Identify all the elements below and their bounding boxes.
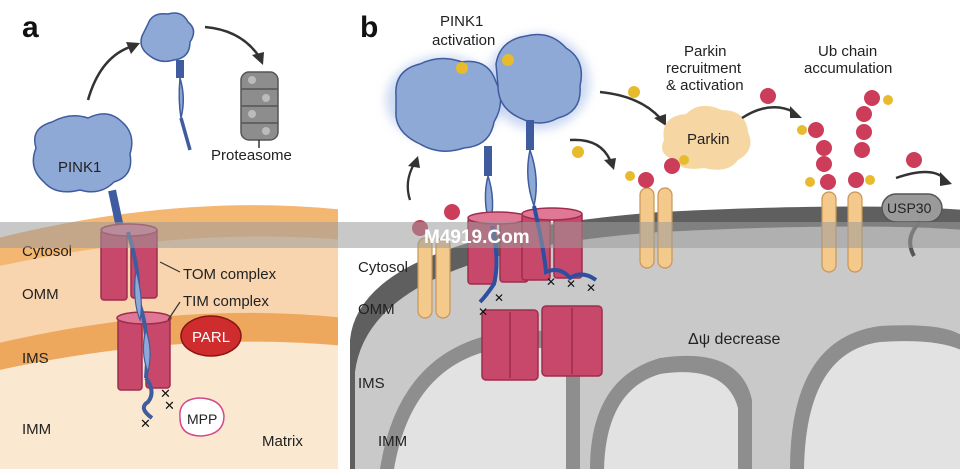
panel-b-letter: b	[360, 11, 378, 44]
phospho-dot	[502, 54, 514, 66]
phospho-dot	[456, 62, 468, 74]
pink1-full	[32, 113, 133, 229]
tim-complex-b	[481, 305, 603, 381]
tom-complex-label: TOM complex	[183, 266, 277, 283]
ubiquitin-dot	[444, 204, 460, 220]
arrow-export-head	[126, 42, 140, 54]
cleaved-pink1	[140, 12, 195, 151]
arrow-usp30	[895, 170, 945, 180]
svg-text:✕: ✕	[546, 275, 556, 289]
crista-1-inner	[604, 372, 738, 469]
arrow-parkin-recruit-head	[654, 114, 666, 126]
ub-chain-right	[848, 90, 893, 188]
pink1-activation-line2: activation	[432, 32, 495, 49]
ub-chain-left	[760, 88, 836, 190]
arrow-to-parkin	[569, 138, 612, 161]
ubiquitin-dot	[638, 172, 654, 188]
panel-a: a Proteasome PINK1	[0, 11, 338, 469]
cytosol-label-b: Cytosol	[358, 259, 408, 276]
svg-text:✕: ✕	[140, 416, 151, 431]
phospho-dot	[572, 146, 584, 158]
phospho-dot	[679, 155, 689, 165]
svg-text:✕: ✕	[160, 386, 171, 401]
parl-protease	[180, 315, 242, 357]
parkin-protein	[662, 105, 751, 170]
phospho-dot	[625, 171, 635, 181]
arrow-ub-accum-head	[790, 106, 802, 118]
parl-label: PARL	[192, 329, 230, 346]
parkin-heading-line1: Parkin	[684, 43, 727, 60]
pink1-label-a: PINK1	[58, 159, 101, 176]
pink1-activation-line1: PINK1	[440, 13, 483, 30]
parkin-heading-line2: recruitment	[666, 60, 742, 77]
ims-label-b: IMS	[358, 375, 385, 392]
ub-heading-line1: Ub chain	[818, 43, 877, 60]
svg-text:✕: ✕	[478, 305, 488, 319]
proteasome-label: Proteasome	[211, 147, 292, 164]
svg-text:✕: ✕	[566, 277, 576, 291]
tim-complex-a	[116, 311, 172, 391]
matrix-label: Matrix	[262, 433, 303, 450]
arrow-up-b-head	[408, 156, 420, 168]
arrow-parkin-recruit	[599, 90, 661, 119]
arrow-degrade-head	[252, 52, 264, 65]
panel-a-letter: a	[22, 11, 39, 44]
ubiquitin-dot	[664, 158, 680, 174]
ub-heading-line2: accumulation	[804, 60, 892, 77]
arrow-up-b	[406, 163, 416, 201]
imm-label-a: IMM	[22, 421, 51, 438]
omm-protein-left	[417, 237, 451, 319]
tim-complex-label: TIM complex	[183, 293, 269, 310]
ims-label-a: IMS	[22, 350, 49, 367]
svg-text:✕: ✕	[586, 281, 596, 295]
svg-text:✕: ✕	[164, 398, 175, 413]
arrow-to-parkin-head	[604, 158, 616, 170]
panel-b: b PINK1 activation Parkin recruitment & …	[350, 11, 960, 469]
mpp-protease	[179, 397, 225, 437]
proteasome-icon	[240, 71, 279, 148]
arrow-export	[86, 45, 131, 101]
mpp-label: MPP	[187, 411, 217, 427]
arrow-degrade	[204, 25, 260, 56]
crista-2-inner	[804, 341, 960, 469]
delta-psi-label: Δψ decrease	[688, 331, 780, 348]
usp30-label: USP30	[887, 200, 932, 216]
svg-text:✕: ✕	[494, 291, 504, 305]
pink1-dimer	[386, 33, 590, 229]
pink1-chain-a: ✕ ✕ ✕	[126, 231, 175, 431]
omm-label-b: OMM	[358, 301, 395, 318]
watermark-text: M4919.Com	[424, 227, 530, 248]
arrow-usp30-head	[940, 172, 952, 186]
ubiquitin-dot	[906, 152, 922, 168]
arrow-ub-accum	[741, 105, 795, 120]
imm-label-b: IMM	[378, 433, 407, 450]
parkin-heading-line3: & activation	[666, 77, 744, 94]
watermark-band: M4919.Com	[0, 222, 960, 248]
panel-a-membranes	[0, 205, 338, 469]
matrix-area	[0, 341, 338, 469]
parkin-label: Parkin	[687, 131, 730, 148]
phospho-dot	[628, 86, 640, 98]
omm-label-a: OMM	[22, 286, 59, 303]
